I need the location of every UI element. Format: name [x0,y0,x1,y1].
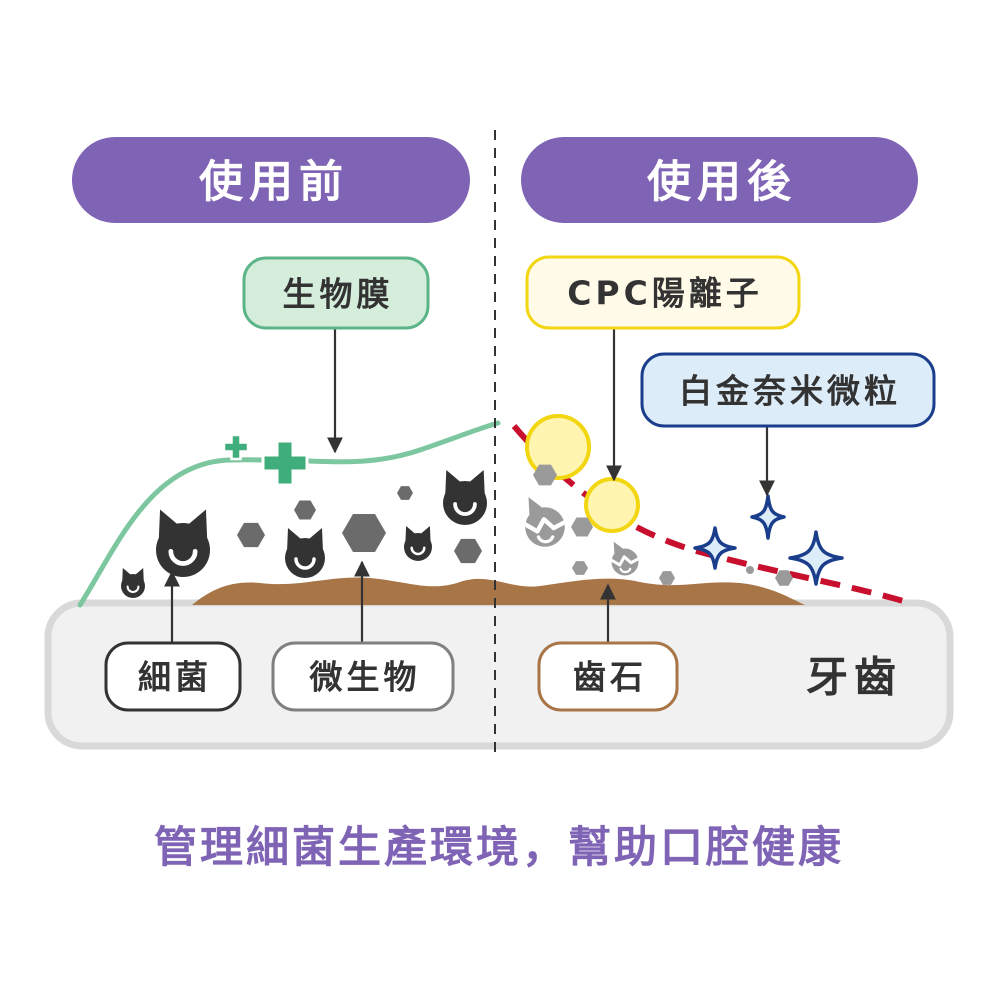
plus-icon [261,439,309,487]
biofilm-callout-box [242,256,430,330]
dead-bacteria-icon [524,497,566,547]
bacteria-callout-box [104,641,242,712]
bacteria-icon [283,526,327,580]
tooth-label: 牙齒 [806,653,902,702]
bacteria-icon [156,510,210,578]
cpc-callout-box [525,255,801,330]
bacteria-icon [441,468,489,527]
cpc-callout-label: CPC陽離子 [567,274,763,313]
hexagon-particle-icon [397,486,413,500]
platinum-callout: 白金奈米微粒 [640,352,936,428]
before-header: 使用前 [72,137,470,223]
hexagon-particle-icon [659,571,675,585]
hexagon-particle-icon [572,561,588,575]
cpc-ion-circle-icon [584,477,640,533]
footer-tagline: 管理細菌生產環境，幫助口腔健康 [154,823,844,873]
hexagon-particle-icon [342,513,386,553]
hexagon-particle-icon [237,522,265,548]
biofilm-callout-label: 生物膜 [283,275,394,314]
hexagon-particle-icon [454,538,482,564]
particle-dot [746,566,754,574]
bacteria-icon [119,566,147,600]
platinum-callout-label: 白金奈米微粒 [679,372,901,411]
bacteria-callout: 細菌 [104,641,242,712]
before-header-title: 使用前 [199,157,349,208]
tartar-callout-box [537,641,679,712]
tartar-callout: 齒石 [537,641,679,712]
after-header-pill [521,137,918,223]
hexagon-particle-icon [294,500,316,520]
microorganisms-callout: 微生物 [271,641,455,712]
biofilm-callout: 生物膜 [242,256,430,330]
microorganisms-callout-box [271,641,455,712]
sparkle-icon [750,494,786,540]
plus-icon [222,433,250,461]
dead-bacteria-icon [609,540,641,577]
tartar-callout-label: 齒石 [573,658,647,697]
bacteria-icon [402,524,434,563]
cpc-callout: CPC陽離子 [525,255,801,330]
tartar-layer [192,577,805,605]
cpc-ion-circle-icon [525,414,591,480]
bacteria-callout-label: 細菌 [138,658,212,697]
platinum-callout-box [640,352,936,428]
after-header: 使用後 [521,137,918,223]
before-header-pill [72,137,470,223]
after-header-title: 使用後 [647,157,797,208]
microorganisms-callout-label: 微生物 [309,658,421,697]
